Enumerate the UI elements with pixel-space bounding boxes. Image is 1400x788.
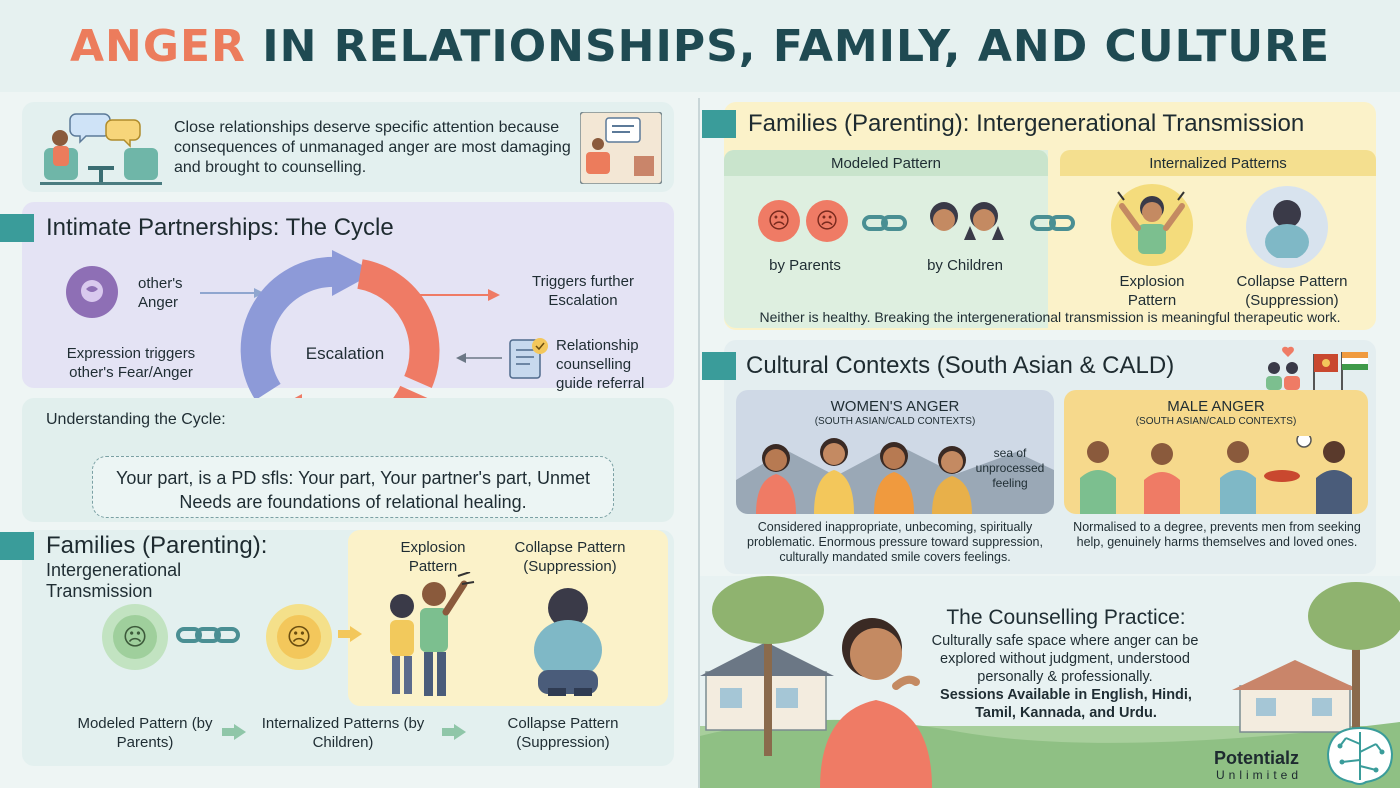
arrow-left-icon — [456, 353, 502, 363]
internalized-heading: Internalized Patterns — [1149, 155, 1287, 172]
collapse-child-illustration — [1246, 186, 1328, 268]
title-rest: IN RELATIONSHIPS, FAMILY, AND CULTURE — [245, 20, 1331, 72]
women-anger-subtitle: (SOUTH ASIAN/CALD CONTEXTS) — [814, 416, 976, 427]
chain-link-icon — [176, 624, 240, 646]
women-anger-panel: WOMEN'S ANGER (SOUTH ASIAN/CALD CONTEXTS… — [736, 390, 1054, 514]
families-right-title: Families (Parenting): Intergenerational … — [748, 110, 1305, 137]
cycle-title: Intimate Partnerships: The Cycle — [46, 214, 394, 241]
expression-label: Expression triggers other's Fear/Anger — [66, 345, 196, 381]
counselling-session-illustration — [40, 113, 162, 185]
flow-step-1: Modeled Pattern (by Parents) — [77, 715, 213, 751]
brand-name: Potentialz — [1214, 748, 1300, 768]
intro-text: Close relationships deserve specific att… — [174, 119, 571, 176]
page-title: ANGER IN RELATIONSHIPS, FAMILY, AND CULT… — [70, 21, 1330, 72]
flags-family-icon — [1266, 346, 1368, 390]
collapse-right-label: Collapse Pattern (Suppression) — [1236, 273, 1348, 309]
internalized-angry-face-icon: ☹ — [266, 604, 332, 670]
patterns-panel — [348, 530, 668, 706]
cultural-title: Cultural Contexts (South Asian & CALD) — [746, 352, 1175, 379]
brain-icon — [66, 266, 118, 318]
male-anger-text: Normalised to a degree, prevents men fro… — [1073, 520, 1361, 549]
families-note: Neither is healthy. Breaking the interge… — [759, 309, 1341, 325]
arrow-right-icon — [338, 626, 362, 642]
explosion-right-label: Explosion Pattern — [1119, 273, 1185, 309]
intro-card: Close relationships deserve specific att… — [22, 102, 674, 192]
explosion-child-illustration — [1111, 184, 1193, 266]
title-accent: ANGER — [69, 20, 246, 72]
men-group-illustration — [1080, 436, 1352, 514]
explosion-pattern-illustration — [390, 572, 475, 696]
brand-tagline: Unlimited — [1216, 768, 1303, 782]
by-children-label: by Children — [927, 257, 1003, 274]
understanding-text: Your part, is a PD sfls: Your part, Your… — [115, 468, 591, 512]
referral-label: Relationship counselling guide referral — [556, 337, 645, 392]
children-icon — [930, 202, 1004, 240]
chain-link-icon — [1030, 212, 1075, 234]
male-anger-subtitle: (SOUTH ASIAN/CALD CONTEXTS) — [1135, 416, 1297, 427]
arrow-right-icon — [442, 724, 466, 740]
chain-link-icon — [862, 212, 907, 234]
arrow-right-icon — [222, 724, 246, 740]
arrow-right-icon — [200, 288, 264, 298]
male-anger-panel: MALE ANGER (SOUTH ASIAN/CALD CONTEXTS) — [1064, 390, 1368, 514]
women-anger-text: Considered inappropriate, unbecoming, sp… — [747, 520, 1043, 564]
park-scene-illustration — [700, 576, 1400, 788]
explosion-label: Explosion Pattern — [400, 539, 466, 575]
flow-step-3: Collapse Pattern (Suppression) — [507, 715, 619, 751]
therapist-office-illustration — [580, 112, 662, 184]
modeled-header — [724, 150, 1048, 176]
internalized-header — [1060, 150, 1376, 176]
practice-title: The Counselling Practice: — [946, 606, 1186, 629]
escalation-label: Escalation — [305, 344, 385, 363]
understanding-callout — [92, 456, 614, 518]
practice-text: Culturally safe space where anger can be… — [931, 633, 1199, 685]
angry-parent-face-icon: ☹ — [758, 200, 800, 242]
modeled-heading: Modeled Pattern — [830, 155, 942, 172]
section-marker — [0, 214, 34, 242]
families-left-subtitle: Intergenerational Transmission — [46, 560, 182, 601]
angry-parent-face-icon: ☹ — [806, 200, 848, 242]
triggers-label: Triggers further Escalation — [532, 273, 634, 309]
collapse-pattern-illustration — [534, 588, 602, 696]
section-marker — [0, 532, 34, 560]
others-anger-label: other's Anger — [138, 275, 183, 311]
arrow-right-icon — [420, 289, 500, 301]
flow-step-2: Internalized Patterns (by Children) — [261, 715, 425, 751]
column-divider — [698, 98, 700, 788]
modeled-angry-face-icon: ☹ — [102, 604, 168, 670]
by-parents-label: by Parents — [769, 257, 841, 274]
section-marker — [702, 352, 736, 380]
male-anger-title: MALE ANGER — [1167, 398, 1265, 415]
families-left-title: Families (Parenting): — [46, 532, 268, 559]
sea-of-feeling-bubble: sea of unprocessed feeling — [975, 446, 1045, 490]
understanding-heading: Understanding the Cycle: — [46, 411, 226, 428]
brain-tree-logo — [1326, 726, 1394, 785]
section-marker — [702, 110, 736, 138]
cycle-card — [22, 202, 674, 388]
women-anger-title: WOMEN'S ANGER — [830, 398, 960, 415]
title-bar: ANGER IN RELATIONSHIPS, FAMILY, AND CULT… — [0, 0, 1400, 92]
guide-document-icon — [509, 338, 548, 379]
women-group-illustration — [756, 438, 972, 514]
sessions-text: Sessions Available in English, Hindi, Ta… — [940, 687, 1192, 721]
collapse-label: Collapse Pattern (Suppression) — [514, 539, 626, 575]
